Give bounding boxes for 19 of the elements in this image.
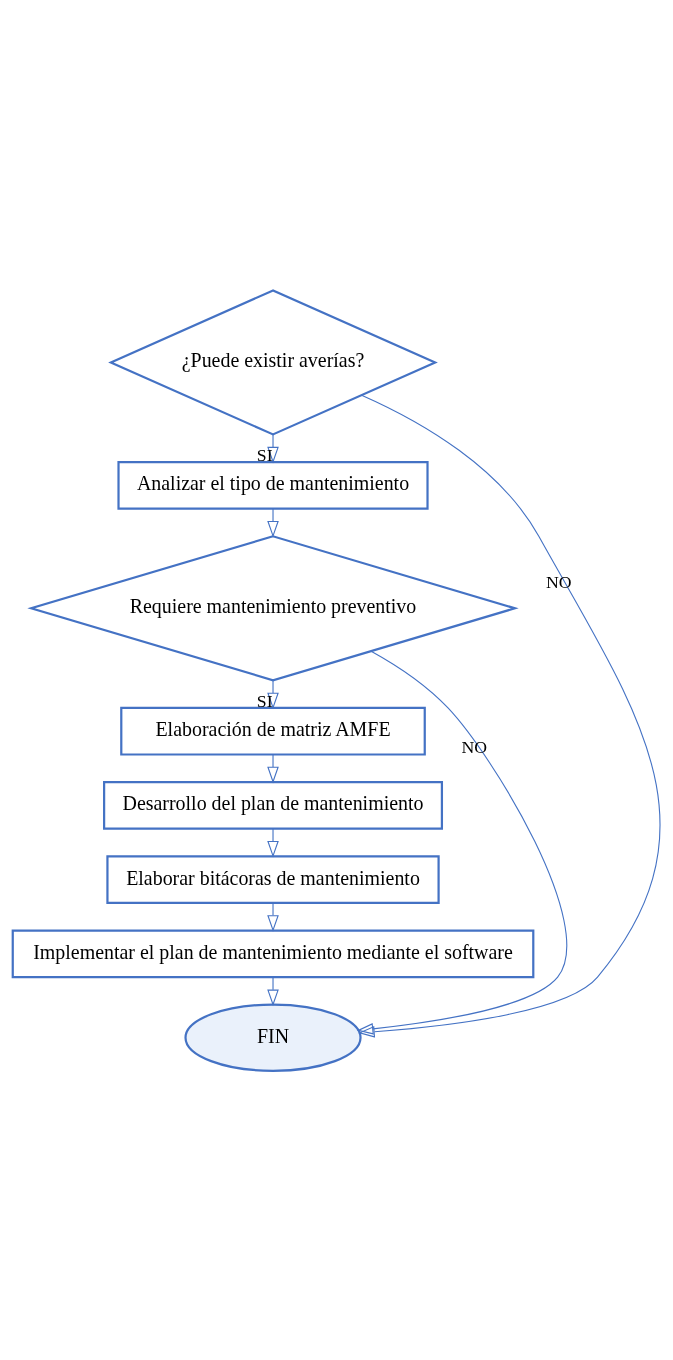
arrow [267,433,279,463]
arrow [267,679,279,709]
node-box: Elaboración de matriz AMFE [120,706,426,756]
node-box: Desarrollo del plan de mantenimiento [103,780,444,830]
arrow [267,902,279,932]
edge-label: NO [545,571,572,592]
node-ellipse: FIN [184,1002,362,1072]
node-box: Analizar el tipo de mantenimiento [117,460,429,510]
arrow [267,507,279,538]
arrow [358,394,661,1038]
arrow [267,976,279,1006]
arrow [267,827,279,858]
node-box: Elaborar bitácoras de mantenimiento [106,854,440,904]
node-diamond: Requiere mantenimiento preventivo [27,534,519,681]
node-diamond: ¿Puede existir averías? [108,288,438,436]
arrow [267,753,279,783]
arrow [356,650,568,1035]
edge-label: NO [461,736,488,757]
node-box: Implementar el plan de mantenimiento mediante el software [11,928,535,978]
